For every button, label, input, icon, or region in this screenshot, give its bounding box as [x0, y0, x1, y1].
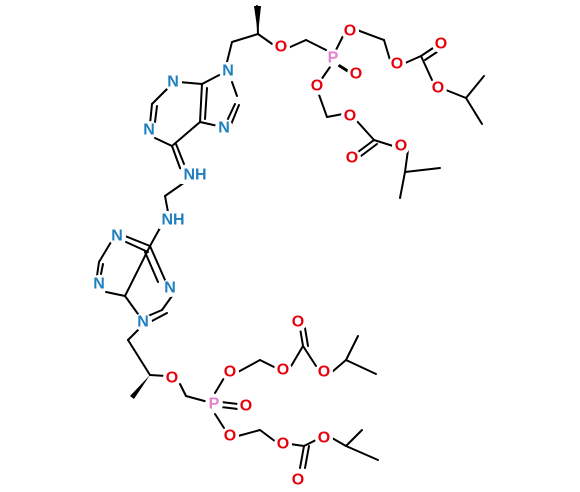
svg-text:P: P [328, 50, 339, 67]
oxygen-atom: O [274, 435, 292, 453]
oxygen-atom: O [341, 22, 359, 40]
amine-nh-atom: NH [159, 211, 187, 229]
svg-text:O: O [292, 472, 304, 489]
svg-text:N: N [137, 314, 149, 331]
oxygen-atom: O [289, 313, 307, 331]
oxygen-atom: O [347, 65, 365, 83]
svg-text:O: O [311, 78, 323, 95]
nitrogen-atom: N [161, 279, 179, 297]
oxygen-atom: O [429, 79, 447, 97]
svg-text:O: O [224, 364, 236, 381]
svg-text:O: O [318, 364, 330, 381]
wedge-bond [254, 6, 261, 34]
oxygen-atom: O [274, 361, 292, 379]
oxygen-atom: O [392, 137, 410, 155]
atom-labels: O P O O O O O O O O O N N N N NH NH N N … [90, 22, 450, 489]
svg-text:N: N [164, 280, 176, 297]
oxygen-atom: O [237, 397, 255, 415]
svg-text:O: O [395, 138, 407, 155]
svg-text:NH: NH [161, 212, 184, 229]
svg-text:O: O [224, 428, 236, 445]
oxygen-atom: O [272, 38, 290, 56]
svg-text:O: O [275, 39, 287, 56]
svg-text:N: N [111, 228, 123, 245]
nitrogen-atom: N [219, 62, 237, 80]
oxygen-atom: O [388, 55, 406, 73]
amine-nh-atom: NH [181, 166, 209, 184]
bond-lines [96, 5, 485, 469]
nitrogen-atom: N [90, 275, 108, 293]
svg-text:O: O [166, 370, 178, 387]
phosphorus-atom: P [324, 49, 342, 67]
oxygen-atom: O [341, 107, 359, 125]
svg-text:N: N [222, 63, 234, 80]
oxygen-atom: O [308, 77, 326, 95]
svg-text:N: N [143, 122, 155, 139]
phosphorus-atom: P [205, 395, 223, 413]
svg-text:O: O [277, 436, 289, 453]
oxygen-atom: O [315, 363, 333, 381]
nitrogen-atom: N [164, 73, 182, 91]
svg-text:O: O [240, 398, 252, 415]
svg-text:P: P [209, 396, 220, 413]
svg-text:N: N [218, 120, 230, 137]
svg-text:O: O [432, 80, 444, 97]
hashed-bond [130, 375, 150, 399]
svg-text:O: O [435, 36, 447, 53]
oxygen-atom: O [289, 471, 307, 489]
oxygen-atom: O [221, 363, 239, 381]
nitrogen-atom: N [134, 313, 152, 331]
svg-text:O: O [292, 314, 304, 331]
svg-text:O: O [344, 23, 356, 40]
oxygen-atom: O [221, 427, 239, 445]
svg-text:O: O [350, 66, 362, 83]
oxygen-atom: O [163, 369, 181, 387]
oxygen-atom: O [343, 149, 361, 167]
svg-text:O: O [318, 430, 330, 447]
nitrogen-atom: N [108, 227, 126, 245]
nitrogen-atom: N [215, 119, 233, 137]
svg-text:O: O [346, 150, 358, 167]
svg-text:O: O [344, 108, 356, 125]
nitrogen-atom: N [140, 121, 158, 139]
oxygen-atom: O [315, 429, 333, 447]
svg-text:N: N [167, 74, 179, 91]
svg-text:O: O [391, 56, 403, 73]
svg-text:NH: NH [183, 167, 206, 184]
oxygen-atom: O [432, 35, 450, 53]
svg-text:O: O [277, 362, 289, 379]
svg-text:N: N [93, 276, 105, 293]
